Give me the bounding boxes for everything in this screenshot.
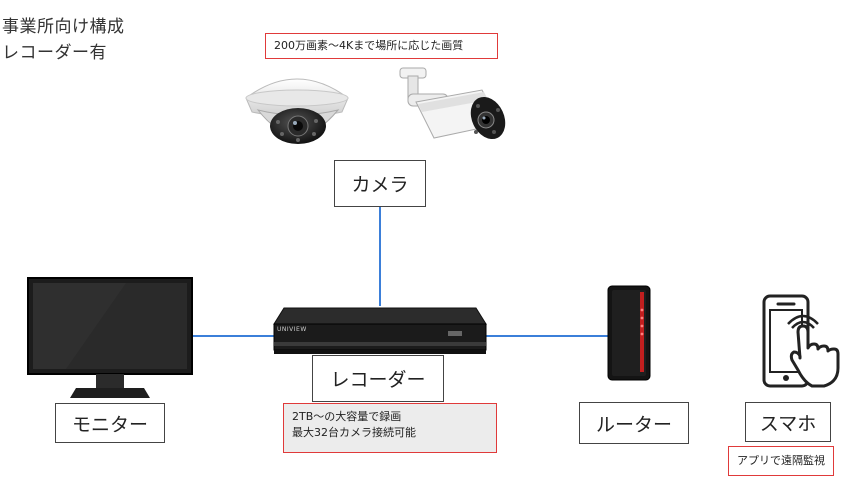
bullet-camera-icon xyxy=(399,67,506,140)
recorder-note-line-1: 2TB～の大容量で録画 xyxy=(292,410,402,423)
camera-note: 200万画素～4Kまで場所に応じた画質 xyxy=(265,33,498,59)
page-title: 事業所向け構成 レコーダー有 xyxy=(2,14,125,66)
recorder-brand-label: UNIVIEW xyxy=(277,326,307,333)
monitor-label-box: モニター xyxy=(55,403,165,443)
recorder-label-box: レコーダー xyxy=(312,355,444,402)
title-line-2: レコーダー有 xyxy=(2,43,107,63)
router-label-box: ルーター xyxy=(579,402,689,444)
recorder-note: 2TB～の大容量で録画 最大32台カメラ接続可能 xyxy=(283,403,497,453)
title-line-1: 事業所向け構成 xyxy=(2,17,125,37)
camera-recorder-connector xyxy=(379,206,381,306)
smartphone-icon xyxy=(762,294,840,388)
router-label: ルーター xyxy=(595,413,672,436)
recorder-note-line-2: 最大32台カメラ接続可能 xyxy=(292,426,416,439)
monitor-recorder-connector xyxy=(190,335,276,337)
camera-label-box: カメラ xyxy=(334,160,426,207)
monitor-icon xyxy=(27,277,193,398)
smartphone-label-box: スマホ xyxy=(745,402,831,442)
dome-camera-icon xyxy=(245,78,349,144)
smartphone-label: スマホ xyxy=(759,412,817,435)
camera-label: カメラ xyxy=(351,174,409,196)
monitor-label: モニター xyxy=(71,413,148,436)
recorder-icon xyxy=(273,307,487,354)
camera-note-text: 200万画素～4Kまで場所に応じた画質 xyxy=(274,39,464,52)
recorder-label: レコーダー xyxy=(330,369,426,391)
router-icon xyxy=(607,285,651,381)
smartphone-note-text: アプリで遠隔監視 xyxy=(737,454,825,467)
smartphone-note: アプリで遠隔監視 xyxy=(728,446,834,476)
recorder-router-connector xyxy=(485,335,609,337)
